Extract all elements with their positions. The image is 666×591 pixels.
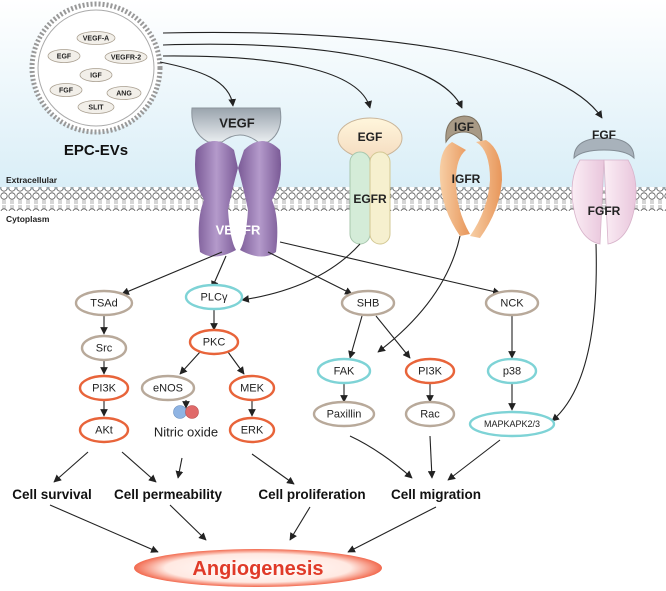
node-label-nck: NCK (500, 297, 524, 309)
node-label-fak: FAK (334, 365, 355, 377)
ev-cargo-item: EGF (47, 49, 81, 63)
node-nck: NCK (484, 289, 540, 317)
egf-ligand-label: EGF (358, 130, 383, 144)
vegf-ligand-label: VEGF (219, 115, 254, 130)
ev-cargo-item: IGF (79, 68, 113, 82)
node-enos: eNOS (140, 374, 196, 402)
node-label-plcg: PLCγ (201, 291, 228, 303)
egfr-receptor-complex (337, 117, 403, 245)
node-shb: SHB (340, 289, 396, 317)
extracellular-label: Extracellular (6, 175, 58, 185)
node-label-mek: MEK (240, 382, 265, 394)
cytoplasm-label: Cytoplasm (6, 214, 50, 224)
node-tsad: TSAd (74, 289, 134, 317)
node-label-shb: SHB (357, 297, 380, 309)
node-p38: p38 (486, 357, 538, 385)
nitric-oxide-molecule (173, 405, 199, 419)
fgf-ligand-label: FGF (592, 128, 616, 142)
vegfr-label: VEGFR (216, 222, 261, 237)
nitric-oxide-label: Nitric oxide (154, 424, 218, 439)
ev-cargo-item: ANG (106, 86, 142, 100)
cell-survival-label: Cell survival (12, 487, 92, 502)
signaling-arrows (49, 235, 597, 553)
fgfr-label: FGFR (588, 204, 621, 218)
node-pi3k-left: PI3K (78, 374, 130, 402)
node-label-pkc: PKC (203, 336, 226, 348)
node-mapkapk: MAPKAPK2/3 (468, 410, 556, 438)
ev-cargo-item: FGF (49, 83, 83, 97)
vegfr-receptor-complex (191, 107, 282, 257)
igf-ligand-label: IGF (454, 120, 474, 134)
ev-cargo-item: VEGF-A (76, 31, 116, 45)
node-label-erk: ERK (241, 424, 264, 436)
cell-migration-label: Cell migration (391, 487, 481, 502)
fgfr-receptor-complex (571, 137, 637, 245)
ev-cargo-label: VEGF-A (83, 35, 109, 42)
node-label-tsad: TSAd (90, 297, 118, 309)
node-label-mapkapk: MAPKAPK2/3 (484, 419, 540, 429)
egfr-label: EGFR (353, 192, 387, 206)
node-erk: ERK (228, 416, 276, 444)
node-label-pi3k-left: PI3K (92, 382, 117, 394)
ev-cargo-label: VEGFR-2 (111, 54, 141, 61)
node-label-p38: p38 (503, 365, 521, 377)
node-pi3k-right: PI3K (404, 357, 456, 385)
ev-cargo-label: EGF (57, 53, 72, 60)
igfr-label: IGFR (452, 172, 481, 186)
ev-cargo-item: VEGFR-2 (104, 50, 148, 64)
node-label-rac: Rac (420, 408, 440, 420)
node-label-src: Src (96, 342, 113, 354)
ev-cargo-label: IGF (90, 72, 102, 79)
node-mek: MEK (228, 374, 276, 402)
ev-delivery-arrows (159, 31, 603, 119)
node-paxillin: Paxillin (312, 400, 376, 428)
ev-cargo-label: SLIT (88, 104, 104, 111)
ev-cargo-item: SLIT (77, 100, 115, 114)
ev-cargo-label: ANG (116, 90, 132, 97)
node-rac: Rac (404, 400, 456, 428)
node-label-akt: AKt (95, 424, 113, 436)
node-pkc: PKC (188, 328, 240, 356)
cell-membrane (0, 187, 666, 211)
angiogenesis-oval (134, 549, 382, 587)
node-fak: FAK (316, 357, 372, 385)
node-akt: AKt (78, 416, 130, 444)
ev-cargo-label: FGF (59, 87, 74, 94)
cell-proliferation-label: Cell proliferation (258, 487, 365, 502)
node-label-pi3k-right: PI3K (418, 365, 443, 377)
cell-permeability-label: Cell permeability (114, 487, 223, 502)
igfr-receptor-complex (439, 115, 502, 238)
ev-title: EPC-EVs (64, 142, 128, 159)
node-label-paxillin: Paxillin (327, 408, 362, 420)
node-src: Src (80, 334, 128, 362)
node-plcg: PLCγ (184, 283, 244, 311)
node-label-enos: eNOS (153, 382, 183, 394)
angiogenesis-label: Angiogenesis (192, 558, 323, 580)
